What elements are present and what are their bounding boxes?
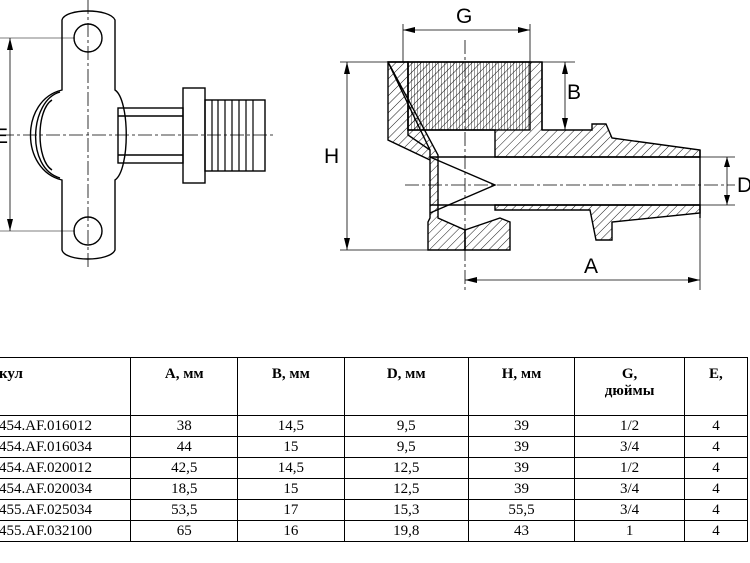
technical-drawing: E (0, 0, 750, 290)
cell-e: 4 (683, 436, 749, 458)
table-row: 454.AF.016034 44 15 9,5 39 3/4 4 (0, 436, 749, 458)
cell-d: 9,5 (343, 415, 469, 437)
table-row: 454.AF.020012 42,5 14,5 12,5 39 1/2 4 (0, 457, 749, 479)
table-row: 455.AF.025034 53,5 17 15,3 55,5 3/4 4 (0, 499, 749, 521)
col-header-h: H, мм (467, 357, 576, 416)
cell-g: 1/2 (574, 415, 685, 437)
col-header-article: кул (0, 357, 132, 416)
cell-article: 454.AF.016012 (0, 415, 132, 437)
dim-label-d: D (737, 174, 750, 197)
col-header-b: B, мм (237, 357, 345, 416)
dim-label-g: G (456, 5, 472, 28)
cell-b: 14,5 (237, 415, 345, 437)
cell-g: 3/4 (574, 499, 685, 521)
cell-g: 1/2 (574, 457, 685, 479)
cell-a: 38 (130, 415, 239, 437)
cell-e: 4 (683, 457, 749, 479)
cell-e: 4 (683, 415, 749, 437)
table-row: 454.AF.020034 18,5 15 12,5 39 3/4 4 (0, 478, 749, 500)
cell-a: 53,5 (130, 499, 239, 521)
col-header-e: E, (683, 357, 749, 416)
cell-b: 16 (237, 520, 345, 542)
table-header-row: кул A, мм B, мм D, мм H, мм G, дюймы E, (0, 357, 749, 416)
mounting-plate (29, 10, 127, 260)
cell-b: 15 (237, 436, 345, 458)
cell-e: 4 (683, 478, 749, 500)
cell-article: 455.AF.025034 (0, 499, 132, 521)
cell-b: 14,5 (237, 457, 345, 479)
cell-g: 3/4 (574, 436, 685, 458)
cell-h: 39 (467, 478, 576, 500)
cell-article: 455.AF.032100 (0, 520, 132, 542)
cell-article: 454.AF.016034 (0, 436, 132, 458)
dimension-arrows (344, 27, 730, 283)
ribbed-barb (204, 99, 266, 172)
cell-a: 18,5 (130, 478, 239, 500)
cell-a: 42,5 (130, 457, 239, 479)
spec-table: кул A, мм B, мм D, мм H, мм G, дюймы E, … (0, 357, 749, 542)
cell-e: 4 (683, 520, 749, 542)
cell-b: 17 (237, 499, 345, 521)
col-header-g: G, дюймы (574, 357, 685, 416)
cell-h: 39 (467, 457, 576, 479)
pipe-collar (182, 87, 206, 184)
cell-a: 44 (130, 436, 239, 458)
table-row: 455.AF.032100 65 16 19,8 43 1 4 (0, 520, 749, 542)
cell-g: 1 (574, 520, 685, 542)
cell-a: 65 (130, 520, 239, 542)
cell-article: 454.AF.020012 (0, 457, 132, 479)
cell-d: 19,8 (343, 520, 469, 542)
cell-g: 3/4 (574, 478, 685, 500)
dim-label-b: B (567, 81, 581, 104)
drill-point (429, 156, 497, 214)
cell-h: 39 (467, 436, 576, 458)
cell-h: 43 (467, 520, 576, 542)
col-header-d: D, мм (343, 357, 469, 416)
cell-article: 454.AF.020034 (0, 478, 132, 500)
dim-label-e: E (0, 125, 8, 148)
cell-e: 4 (683, 499, 749, 521)
cell-h: 55,5 (467, 499, 576, 521)
cell-b: 15 (237, 478, 345, 500)
body-circle (34, 91, 61, 179)
cell-d: 12,5 (343, 478, 469, 500)
col-header-a: A, мм (130, 357, 239, 416)
section-view (386, 40, 735, 290)
dim-label-h: H (324, 145, 339, 168)
front-view (0, 0, 275, 270)
dim-label-a: A (584, 255, 598, 278)
cell-h: 39 (467, 415, 576, 437)
cell-d: 9,5 (343, 436, 469, 458)
thread-zone (407, 61, 531, 131)
cell-d: 12,5 (343, 457, 469, 479)
cell-d: 15,3 (343, 499, 469, 521)
table-row: 454.AF.016012 38 14,5 9,5 39 1/2 4 (0, 415, 749, 437)
